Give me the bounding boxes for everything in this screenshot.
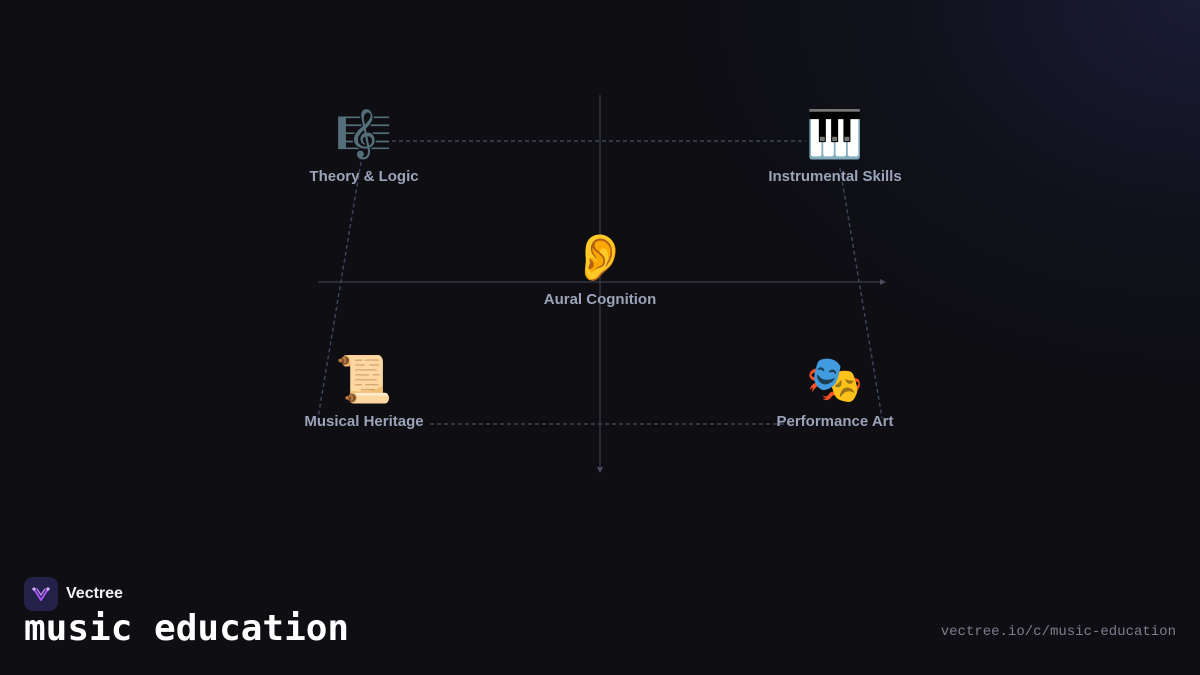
vectree-logo-icon	[24, 577, 58, 611]
connector-right	[839, 167, 883, 419]
scroll-icon: 📜	[335, 352, 393, 406]
node-musical-heritage: 📜 Musical Heritage	[264, 351, 464, 430]
node-label: Musical Heritage	[304, 413, 424, 430]
node-label: Theory & Logic	[309, 168, 419, 185]
ear-icon: 👂	[571, 230, 629, 284]
musical-score-icon: 🎼	[335, 107, 393, 161]
theater-masks-icon: 🎭	[806, 352, 864, 406]
node-instrumental-skills: 🎹 Instrumental Skills	[735, 106, 935, 185]
brand[interactable]: Vectree	[24, 577, 123, 611]
horizontal-axis-arrow	[880, 279, 886, 285]
piano-keyboard-icon: 🎹	[806, 107, 864, 161]
brand-name: Vectree	[66, 585, 123, 602]
page-title: music education	[24, 608, 350, 649]
node-performance-art: 🎭 Performance Art	[735, 351, 935, 430]
page-url[interactable]: vectree.io/c/music-education	[940, 624, 1176, 640]
node-label: Instrumental Skills	[768, 168, 902, 185]
node-label: Aural Cognition	[543, 291, 657, 308]
connector-left	[317, 161, 362, 419]
node-label: Performance Art	[776, 413, 894, 430]
vertical-axis-arrow	[597, 467, 603, 473]
node-theory-logic: 🎼 Theory & Logic	[264, 106, 464, 185]
node-aural-cognition: 👂 Aural Cognition	[500, 229, 700, 308]
